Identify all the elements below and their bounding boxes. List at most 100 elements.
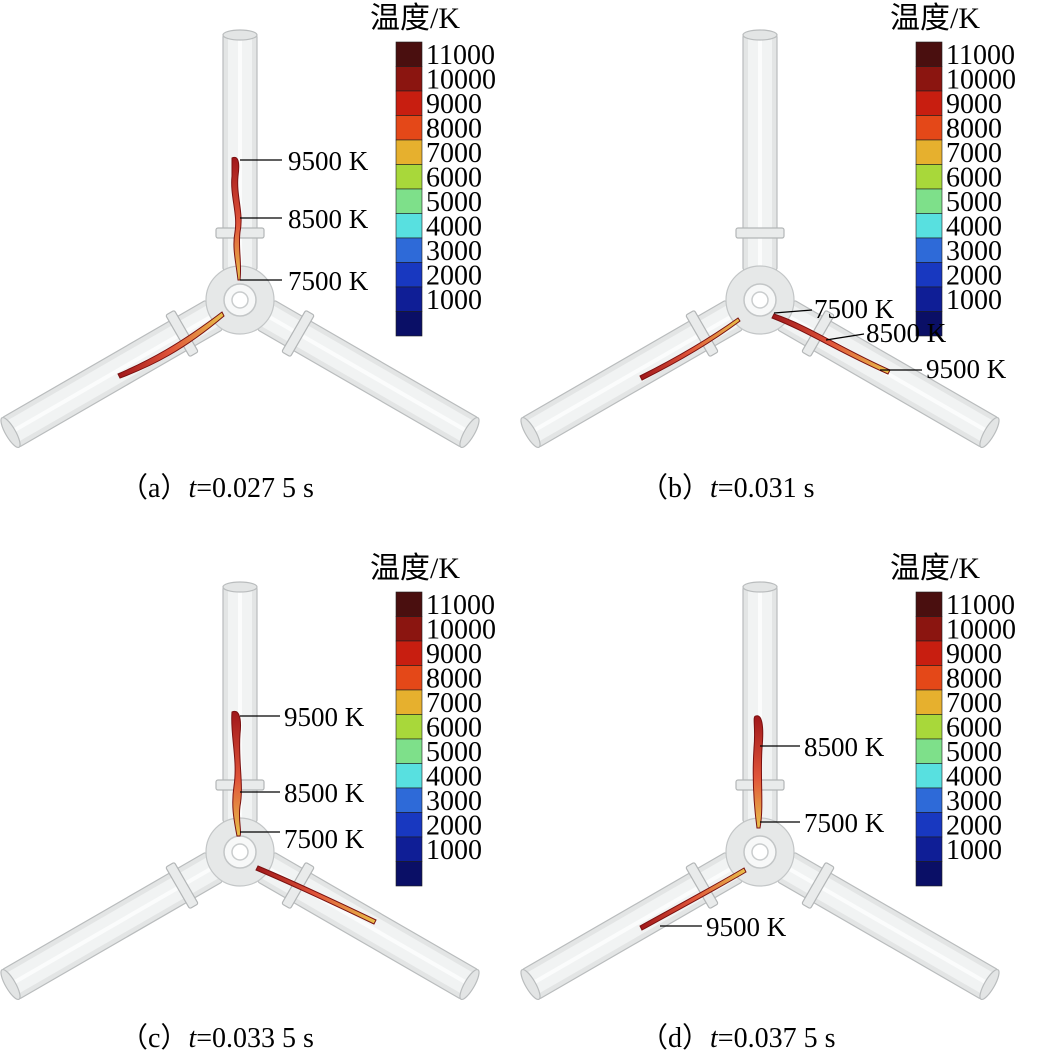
legend-tick-label: 1000	[426, 285, 482, 316]
legend-tick-label: 2000	[946, 811, 1002, 842]
legend-tick-label: 11000	[426, 590, 495, 621]
legend-color-cell	[395, 640, 423, 666]
caption-label: （b）	[640, 472, 710, 504]
pipe-end	[742, 29, 778, 41]
caption-time-symbol: t	[188, 473, 197, 504]
pipe-end	[979, 968, 1000, 1001]
annotation-leader	[825, 333, 865, 341]
junction-hole	[751, 291, 769, 309]
legend-tick-label: 2000	[426, 261, 482, 292]
legend-color-cell	[915, 115, 943, 141]
legend-color-cell	[915, 311, 943, 337]
legend-title: 温度/K	[890, 552, 980, 585]
caption-time-value: =0.033 5 s	[196, 1023, 314, 1054]
legend-tick-label: 6000	[946, 163, 1002, 194]
pipe-flange	[685, 310, 719, 357]
caption-label: （d）	[640, 1022, 710, 1054]
caption-label: （c）	[120, 1022, 188, 1054]
legend-color-cell	[395, 41, 423, 67]
legend-tick-label: 4000	[426, 762, 482, 793]
legend-tick-label: 2000	[946, 261, 1002, 292]
legend-color-cell	[915, 836, 943, 862]
pipe-arm	[215, 581, 265, 823]
legend-color-cell	[395, 311, 423, 337]
legend-tick-label: 7000	[946, 688, 1002, 719]
junction-hole	[751, 843, 769, 861]
legend-color-cell	[395, 591, 423, 617]
legend-color-cell	[915, 689, 943, 715]
legend-color-cell	[395, 115, 423, 141]
legend-color-cell	[395, 213, 423, 239]
temperature-annotation: 8500 K	[866, 318, 947, 348]
legend-color-cell	[915, 591, 943, 617]
pipe-arm	[735, 29, 785, 271]
legend-tick-label: 6000	[946, 713, 1002, 744]
legend-tick-label: 10000	[426, 65, 496, 96]
legend-tick-label: 1000	[946, 835, 1002, 866]
legend-color-cell	[395, 188, 423, 214]
panel-b: 温度/K110001000090008000700060005000400030…	[520, 2, 1016, 504]
legend-tick-label: 9000	[426, 639, 482, 670]
panel-caption: （c）t=0.033 5 s	[120, 1022, 314, 1054]
pipe-end	[222, 581, 258, 593]
pipe-arm	[257, 300, 480, 449]
legend-color-cell	[395, 665, 423, 691]
arc-plasma	[231, 710, 242, 837]
legend-color-cell	[915, 665, 943, 691]
pipe-end	[222, 29, 258, 41]
legend-color-cell	[915, 262, 943, 288]
legend-tick-label: 1000	[426, 835, 482, 866]
pipe-flange	[165, 310, 199, 357]
temperature-annotation: 9500 K	[706, 912, 787, 942]
legend-color-cell	[915, 616, 943, 642]
junction-hole	[231, 843, 249, 861]
pipe-arm	[0, 852, 223, 1001]
pipe-flange	[281, 310, 315, 357]
pipe-end	[742, 581, 778, 593]
legend-tick-label: 3000	[426, 236, 482, 267]
legend-tick-label: 5000	[426, 187, 482, 218]
legend-tick-label: 7000	[426, 138, 482, 169]
legend-color-cell	[915, 763, 943, 789]
caption-time-value: =0.037 5 s	[718, 1023, 836, 1054]
legend-color-cell	[395, 139, 423, 165]
panel-d: 温度/K110001000090008000700060005000400030…	[520, 552, 1016, 1054]
legend-tick-label: 10000	[426, 615, 496, 646]
legend-title: 温度/K	[890, 2, 980, 35]
legend-tick-label: 3000	[946, 236, 1002, 267]
arc-plasma	[771, 313, 891, 375]
temperature-annotation: 7500 K	[804, 808, 885, 838]
legend-color-cell	[395, 714, 423, 740]
caption-time-symbol: t	[188, 1023, 197, 1054]
pipe-flange	[685, 862, 719, 909]
pipe-end	[520, 416, 541, 449]
caption-time-symbol: t	[710, 1023, 719, 1054]
caption-time-symbol: t	[710, 473, 719, 504]
arc-plasma	[639, 867, 747, 931]
legend-color-cell	[395, 812, 423, 838]
legend-tick-label: 10000	[946, 615, 1016, 646]
legend-tick-label: 3000	[426, 786, 482, 817]
junction-hole	[231, 291, 249, 309]
legend-tick-label: 6000	[426, 163, 482, 194]
temperature-annotation: 9500 K	[926, 354, 1007, 384]
legend-tick-label: 2000	[426, 811, 482, 842]
legend-color-cell	[395, 836, 423, 862]
legend-color-cell	[915, 188, 943, 214]
temperature-annotation: 9500 K	[288, 146, 369, 176]
pipe-end	[0, 416, 21, 449]
legend-title: 温度/K	[370, 2, 460, 35]
caption-label: （a）	[120, 472, 188, 504]
legend-tick-label: 7000	[946, 138, 1002, 169]
arc-plasma	[255, 865, 377, 925]
pipe-end	[459, 416, 480, 449]
legend-tick-label: 5000	[946, 187, 1002, 218]
pipe-flange	[735, 227, 785, 239]
pipe-arm	[215, 29, 265, 271]
legend-color-cell	[915, 714, 943, 740]
pipe-highlight	[264, 313, 471, 435]
legend-tick-label: 1000	[946, 285, 1002, 316]
legend-color-cell	[915, 738, 943, 764]
legend-tick-label: 5000	[946, 737, 1002, 768]
